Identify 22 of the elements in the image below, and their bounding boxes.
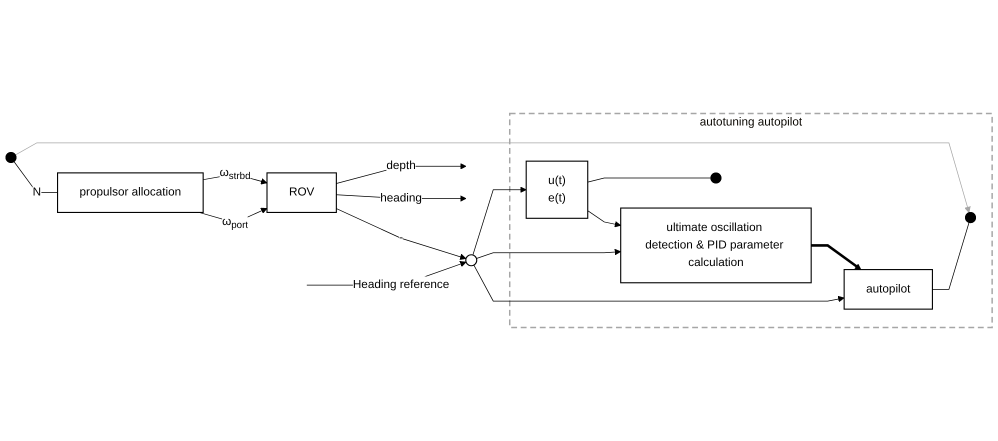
arrow <box>476 248 621 259</box>
node-box: ultimate oscillation detection & PID parameter calculation <box>620 208 812 284</box>
edge-label: depth <box>386 160 416 172</box>
node-box: u(t) e(t) <box>526 160 588 219</box>
connector <box>587 178 712 182</box>
node-circle <box>465 254 478 266</box>
node-box: ROV <box>266 172 337 213</box>
edge-label: ω$_{strbd}$ <box>220 166 251 182</box>
edge-label: heading <box>380 192 422 204</box>
edge-label: - <box>399 232 404 244</box>
edge-label: ω$_{port}$ <box>222 215 248 230</box>
node-box: propulsor allocation <box>57 172 204 213</box>
connector <box>932 222 970 290</box>
arrow <box>474 264 844 302</box>
arrow <box>15 142 971 213</box>
arrow <box>811 244 862 270</box>
node-box: autopilot <box>844 269 933 310</box>
arrow <box>587 210 621 228</box>
arrow <box>336 208 466 260</box>
edge-label: N <box>32 186 42 199</box>
edge-label: Heading reference <box>352 278 450 292</box>
arrow <box>472 186 526 256</box>
